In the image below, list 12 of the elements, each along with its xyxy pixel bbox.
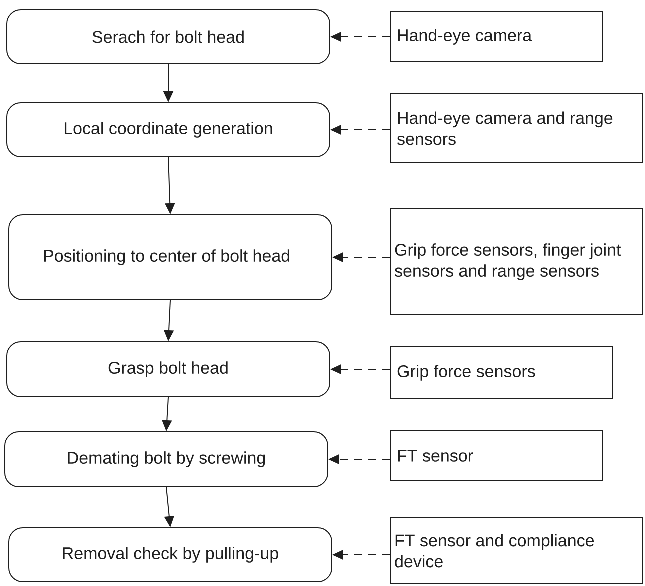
sensor-box: FT sensor	[390, 430, 604, 482]
process-box: Positioning to center of bolt head	[8, 214, 332, 300]
sensor-box: Grip force sensors, finger joint sensors and range sensors	[390, 208, 644, 316]
sensor-box: Hand-eye camera	[390, 12, 604, 62]
sensor-box: FT sensor and compliance device	[390, 517, 644, 584]
sensor-box: Hand-eye camera and range sensors	[390, 94, 644, 164]
process-box: Serach for bolt head	[6, 10, 330, 64]
process-box: Removal check by pulling-up	[8, 527, 332, 582]
process-box: Demating bolt by screwing	[4, 431, 328, 488]
process-box: Local coordinate generation	[6, 102, 330, 158]
sensor-box: Grip force sensors	[390, 346, 614, 400]
process-box: Grasp bolt head	[6, 342, 330, 398]
